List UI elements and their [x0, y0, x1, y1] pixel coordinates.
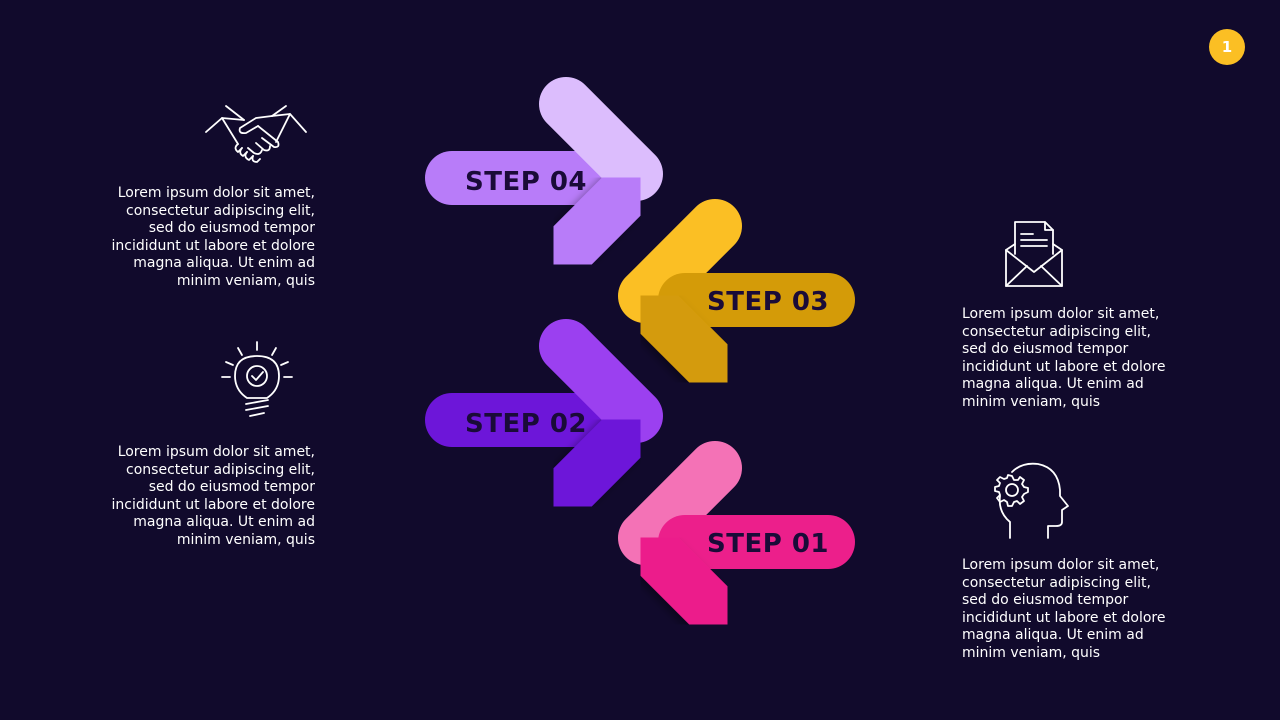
head-gear-icon: [988, 460, 1072, 542]
step01-description: Lorem ipsum dolor sit amet, consectetur …: [962, 557, 1166, 661]
step01-label: STEP 01: [707, 529, 829, 559]
step02-label: STEP 02: [465, 409, 587, 439]
step03-arrow: STEP 03: [618, 199, 855, 397]
step04-description: Lorem ipsum dolor sit amet, consectetur …: [111, 185, 315, 289]
step02-arrow: STEP 02: [425, 319, 663, 521]
step04-label: STEP 04: [465, 167, 587, 197]
step03-label: STEP 03: [707, 287, 829, 317]
step02-description: Lorem ipsum dolor sit amet, consectetur …: [111, 444, 315, 548]
handshake-icon: [200, 100, 312, 168]
envelope-document-icon: [1003, 220, 1065, 290]
step04-arrow: STEP 04: [425, 77, 663, 279]
step01-arrow: STEP 01: [618, 441, 855, 639]
step03-description: Lorem ipsum dolor sit amet, consectetur …: [962, 306, 1166, 410]
page-number-badge: 1: [1209, 29, 1245, 65]
lightbulb-check-icon: [220, 340, 294, 420]
